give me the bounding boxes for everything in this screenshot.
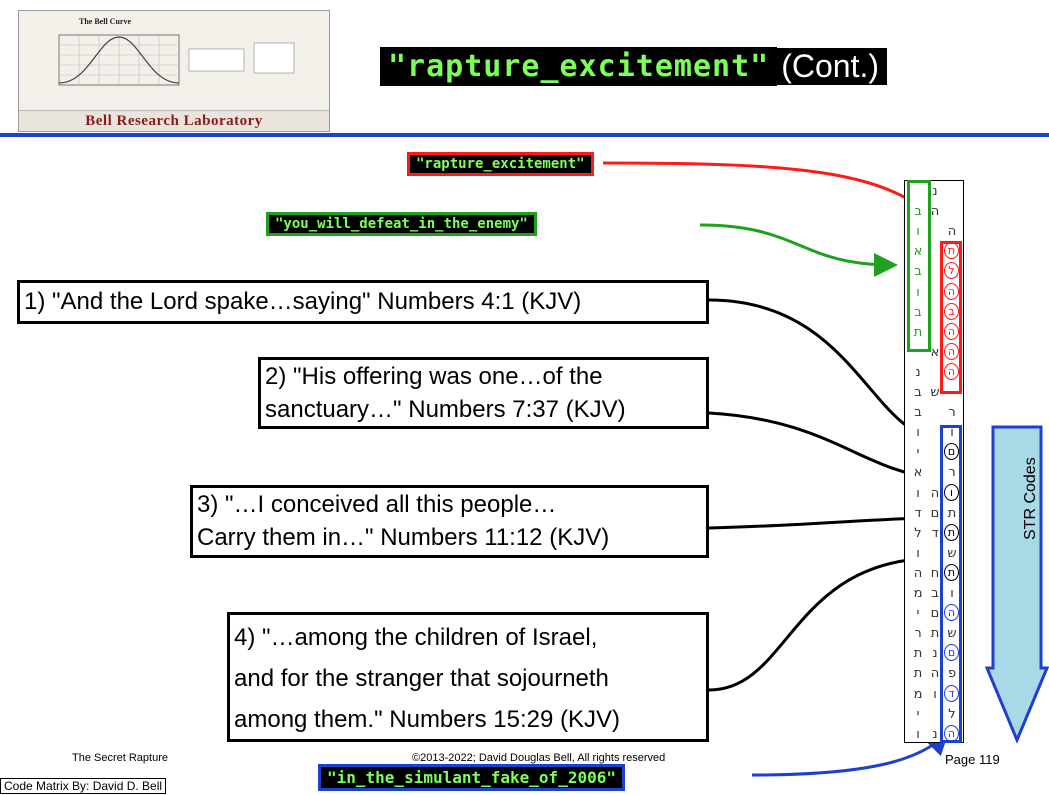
- matrix-letter: ד: [931, 525, 939, 541]
- logo-label: Bell Research Laboratory: [19, 110, 329, 131]
- matrix-letter: מ: [913, 586, 923, 601]
- tag-simulant-fake: "in_the_simulant_fake_of_2006": [318, 764, 625, 791]
- matrix-letter: י: [916, 606, 920, 622]
- verse-4-line-3: among them." Numbers 15:29 (KJV): [234, 706, 621, 733]
- matrix-letter: נ: [932, 726, 938, 742]
- matrix-letter: א: [913, 244, 923, 260]
- matrix-letter: ו: [916, 545, 920, 561]
- matrix-letter: ה: [930, 204, 940, 220]
- matrix-letter: ו: [916, 425, 920, 441]
- matrix-letter: מ: [913, 686, 923, 702]
- matrix-letter: ש: [930, 385, 940, 400]
- matrix-letter: ב: [914, 204, 922, 220]
- verse-4-line-2: and for the stranger that sojourneth: [234, 665, 609, 692]
- matrix-letter: ב: [914, 385, 922, 400]
- header-divider: [0, 133, 1049, 137]
- bell-curve-graphic: [58, 34, 295, 86]
- matrix-letter: ו: [916, 485, 920, 501]
- verse-box-4: 4) "…among the children of Israel, and f…: [227, 612, 709, 742]
- title-code-word: "rapture_excitement": [380, 46, 778, 86]
- matrix-letter: ר: [948, 405, 956, 421]
- tag-you-will-defeat: "you_will_defeat_in_the_enemy": [266, 212, 537, 236]
- verse-2-line-2: sanctuary…" Numbers 7:37 (KJV): [265, 396, 626, 423]
- matrix-letter: י: [916, 706, 920, 722]
- matrix-letter: ת: [944, 523, 959, 541]
- matrix-letter: פ: [947, 666, 957, 682]
- matrix-letter: ה: [944, 604, 959, 622]
- matrix-letter: ו: [916, 224, 920, 240]
- matrix-letter: ת: [913, 666, 923, 682]
- verse-4-line-1: 4) "…among the children of Israel,: [234, 624, 598, 651]
- matrix-letter: ש: [947, 626, 957, 642]
- matrix-letter: נ: [932, 184, 938, 199]
- matrix-letter: ה: [944, 282, 959, 300]
- matrix-letter: ל: [948, 706, 956, 722]
- title-cont: (Cont.): [777, 47, 888, 85]
- slide-title: "rapture_excitement" (Cont.): [380, 44, 888, 88]
- matrix-letter: ב: [944, 302, 959, 320]
- matrix-credit: Code Matrix By: David D. Bell: [0, 778, 167, 794]
- matrix-letter: ב: [914, 264, 922, 280]
- matrix-letter: ם: [930, 505, 940, 521]
- matrix-letter: נ: [932, 646, 938, 662]
- matrix-letter: ם: [944, 443, 959, 461]
- matrix-letter: ה: [944, 362, 959, 380]
- matrix-letter: ו: [950, 425, 954, 441]
- matrix-letter: ת: [913, 324, 923, 340]
- matrix-letter: ח: [930, 565, 940, 581]
- matrix-letter: ב: [931, 586, 939, 601]
- matrix-letter: ו: [916, 726, 920, 742]
- bell-research-logo: The Bell Curve Bell Research Laboratory: [18, 10, 330, 132]
- matrix-letter: ה: [944, 322, 959, 340]
- matrix-letter: ר: [948, 465, 956, 481]
- matrix-letter: י: [916, 445, 920, 461]
- footer-page-number: Page 119: [945, 752, 1000, 767]
- red-highlight-column: [940, 241, 962, 394]
- matrix-letter: ו: [944, 483, 959, 501]
- matrix-letter: ם: [944, 644, 959, 662]
- footer-book-title: The Secret Rapture: [72, 752, 168, 764]
- verse-2-line-1: 2) "His offering was one…of the: [265, 363, 603, 390]
- matrix-letter: ו: [916, 284, 920, 300]
- matrix-letter: ר: [914, 626, 922, 642]
- matrix-letter: ת: [913, 646, 923, 662]
- matrix-letter: ה: [930, 485, 940, 501]
- matrix-letter: ה: [947, 224, 957, 240]
- matrix-letter: ת: [930, 626, 940, 642]
- matrix-letter: ד: [944, 684, 959, 702]
- matrix-letter: ת: [947, 505, 957, 521]
- footer-copyright: ©2013-2022; David Douglas Bell, All righ…: [412, 752, 666, 764]
- matrix-letter: א: [913, 465, 923, 481]
- matrix-letter: נ: [915, 364, 921, 380]
- matrix-letter: ל: [944, 262, 959, 280]
- matrix-letter: ב: [914, 405, 922, 421]
- matrix-letter: ם: [930, 606, 940, 622]
- matrix-letter: ב: [914, 304, 922, 320]
- matrix-letter: ו: [950, 586, 954, 601]
- matrix-letter: ה: [930, 666, 940, 682]
- matrix-letter: ו: [933, 686, 937, 702]
- verse-3-line-1: 3) "…I conceived all this people…: [197, 491, 557, 518]
- matrix-letter: ל: [914, 525, 922, 541]
- verse-1-text: 1) "And the Lord spake…saying" Numbers 4…: [24, 288, 582, 315]
- matrix-letter: ש: [947, 545, 957, 561]
- blue-highlight-column: [940, 425, 962, 743]
- logo-chart-title: The Bell Curve: [79, 17, 131, 26]
- matrix-letter: ה: [913, 565, 923, 581]
- verse-3-line-2: Carry them in…" Numbers 11:12 (KJV): [197, 524, 610, 551]
- matrix-letter: ת: [944, 563, 959, 581]
- str-codes-label: STR Codes: [1022, 457, 1039, 540]
- green-highlight-column: [907, 180, 931, 352]
- verse-box-2: 2) "His offering was one…of the sanctuar…: [258, 357, 709, 429]
- tag-rapture-excitement: "rapture_excitement": [407, 152, 594, 176]
- matrix-letter: ה: [944, 342, 959, 360]
- matrix-letter: א: [930, 344, 940, 360]
- verse-box-1: 1) "And the Lord spake…saying" Numbers 4…: [17, 280, 709, 324]
- matrix-letter: ד: [914, 505, 922, 521]
- verse-box-3: 3) "…I conceived all this people… Carry …: [190, 485, 709, 558]
- str-codes-down-arrow: [985, 425, 1049, 744]
